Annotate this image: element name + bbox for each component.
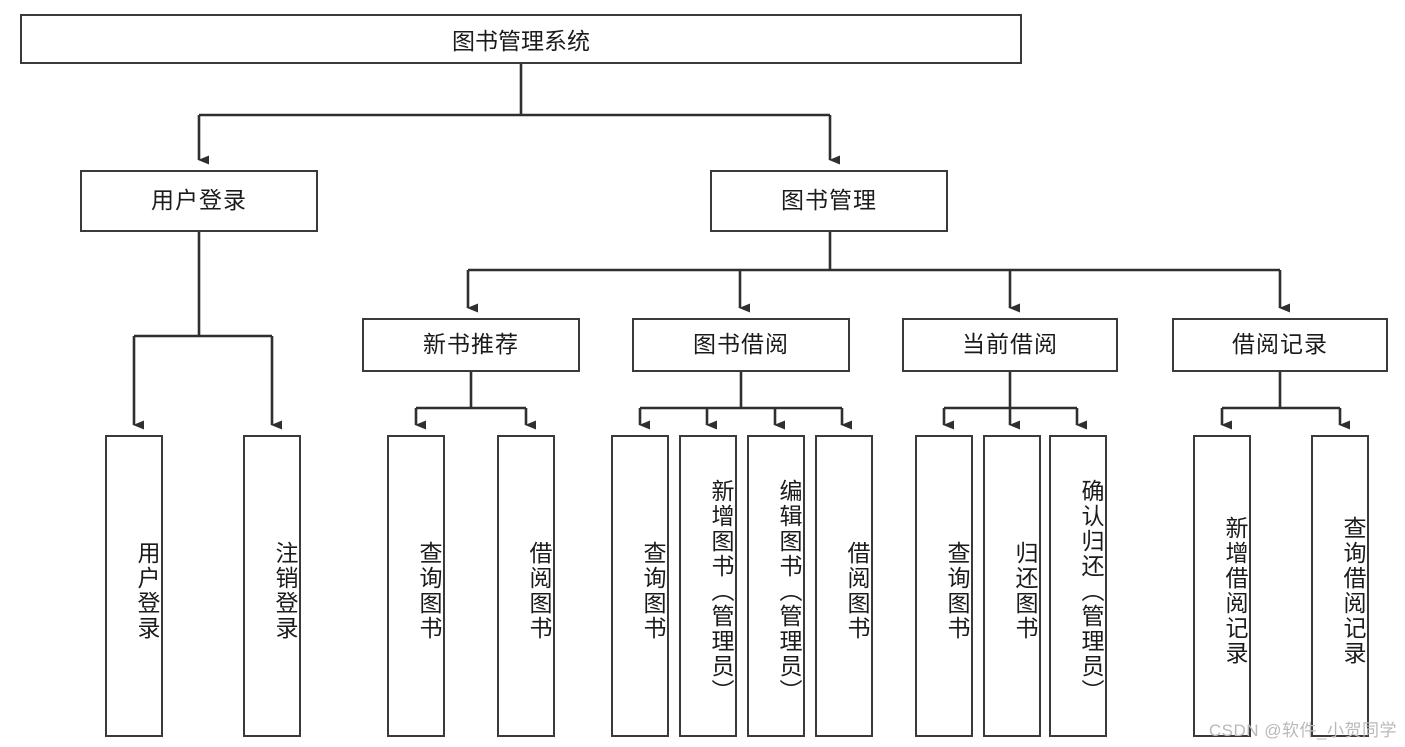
node-borrow-record[interactable]: 借阅记录 xyxy=(1172,318,1388,372)
node-label: 编辑图书（管理员） xyxy=(776,478,802,704)
node-leaf-edit-book[interactable]: 编辑图书（管理员） xyxy=(747,435,805,737)
node-leaf-add-record[interactable]: 新增借阅记录 xyxy=(1193,435,1251,737)
node-new-book-recommend[interactable]: 新书推荐 xyxy=(362,318,580,372)
node-label: 查询图书 xyxy=(640,541,666,641)
node-leaf-logout-login[interactable]: 注销登录 xyxy=(243,435,301,737)
node-label: 当前借阅 xyxy=(962,331,1058,358)
node-root-system[interactable]: 图书管理系统 xyxy=(20,14,1022,64)
node-book-manage[interactable]: 图书管理 xyxy=(710,170,948,232)
node-label: 新增借阅记录 xyxy=(1222,516,1248,666)
node-leaf-borrow-book-1[interactable]: 借阅图书 xyxy=(497,435,555,737)
node-leaf-query-book-2[interactable]: 查询图书 xyxy=(611,435,669,737)
node-label: 图书管理系统 xyxy=(452,28,590,54)
csdn-watermark: CSDN @软件_小贺同学 xyxy=(1208,721,1397,740)
node-leaf-return-book[interactable]: 归还图书 xyxy=(983,435,1041,737)
node-leaf-user-login[interactable]: 用户登录 xyxy=(105,435,163,737)
node-leaf-confirm-return[interactable]: 确认归还（管理员） xyxy=(1049,435,1107,737)
node-leaf-query-book-3[interactable]: 查询图书 xyxy=(915,435,973,737)
node-leaf-query-record[interactable]: 查询借阅记录 xyxy=(1311,435,1369,737)
node-label: 图书管理 xyxy=(781,187,877,214)
node-label: 借阅记录 xyxy=(1232,331,1328,358)
node-user-login[interactable]: 用户登录 xyxy=(80,170,318,232)
node-label: 归还图书 xyxy=(1012,541,1038,641)
node-label: 注销登录 xyxy=(272,541,298,641)
node-label: 新增图书（管理员） xyxy=(708,478,734,704)
node-current-borrow[interactable]: 当前借阅 xyxy=(902,318,1118,372)
node-label: 图书借阅 xyxy=(693,331,789,358)
node-leaf-borrow-book-2[interactable]: 借阅图书 xyxy=(815,435,873,737)
node-book-borrow[interactable]: 图书借阅 xyxy=(632,318,850,372)
node-label: 查询借阅记录 xyxy=(1340,516,1366,666)
node-label: 新书推荐 xyxy=(423,331,519,358)
node-label: 查询图书 xyxy=(416,541,442,641)
node-leaf-add-book[interactable]: 新增图书（管理员） xyxy=(679,435,737,737)
node-label: 查询图书 xyxy=(944,541,970,641)
node-label: 借阅图书 xyxy=(526,541,552,641)
node-leaf-query-book-1[interactable]: 查询图书 xyxy=(387,435,445,737)
node-label: 借阅图书 xyxy=(844,541,870,641)
node-label: 用户登录 xyxy=(134,541,160,641)
node-label: 用户登录 xyxy=(151,187,247,214)
node-label: 确认归还（管理员） xyxy=(1078,478,1104,704)
